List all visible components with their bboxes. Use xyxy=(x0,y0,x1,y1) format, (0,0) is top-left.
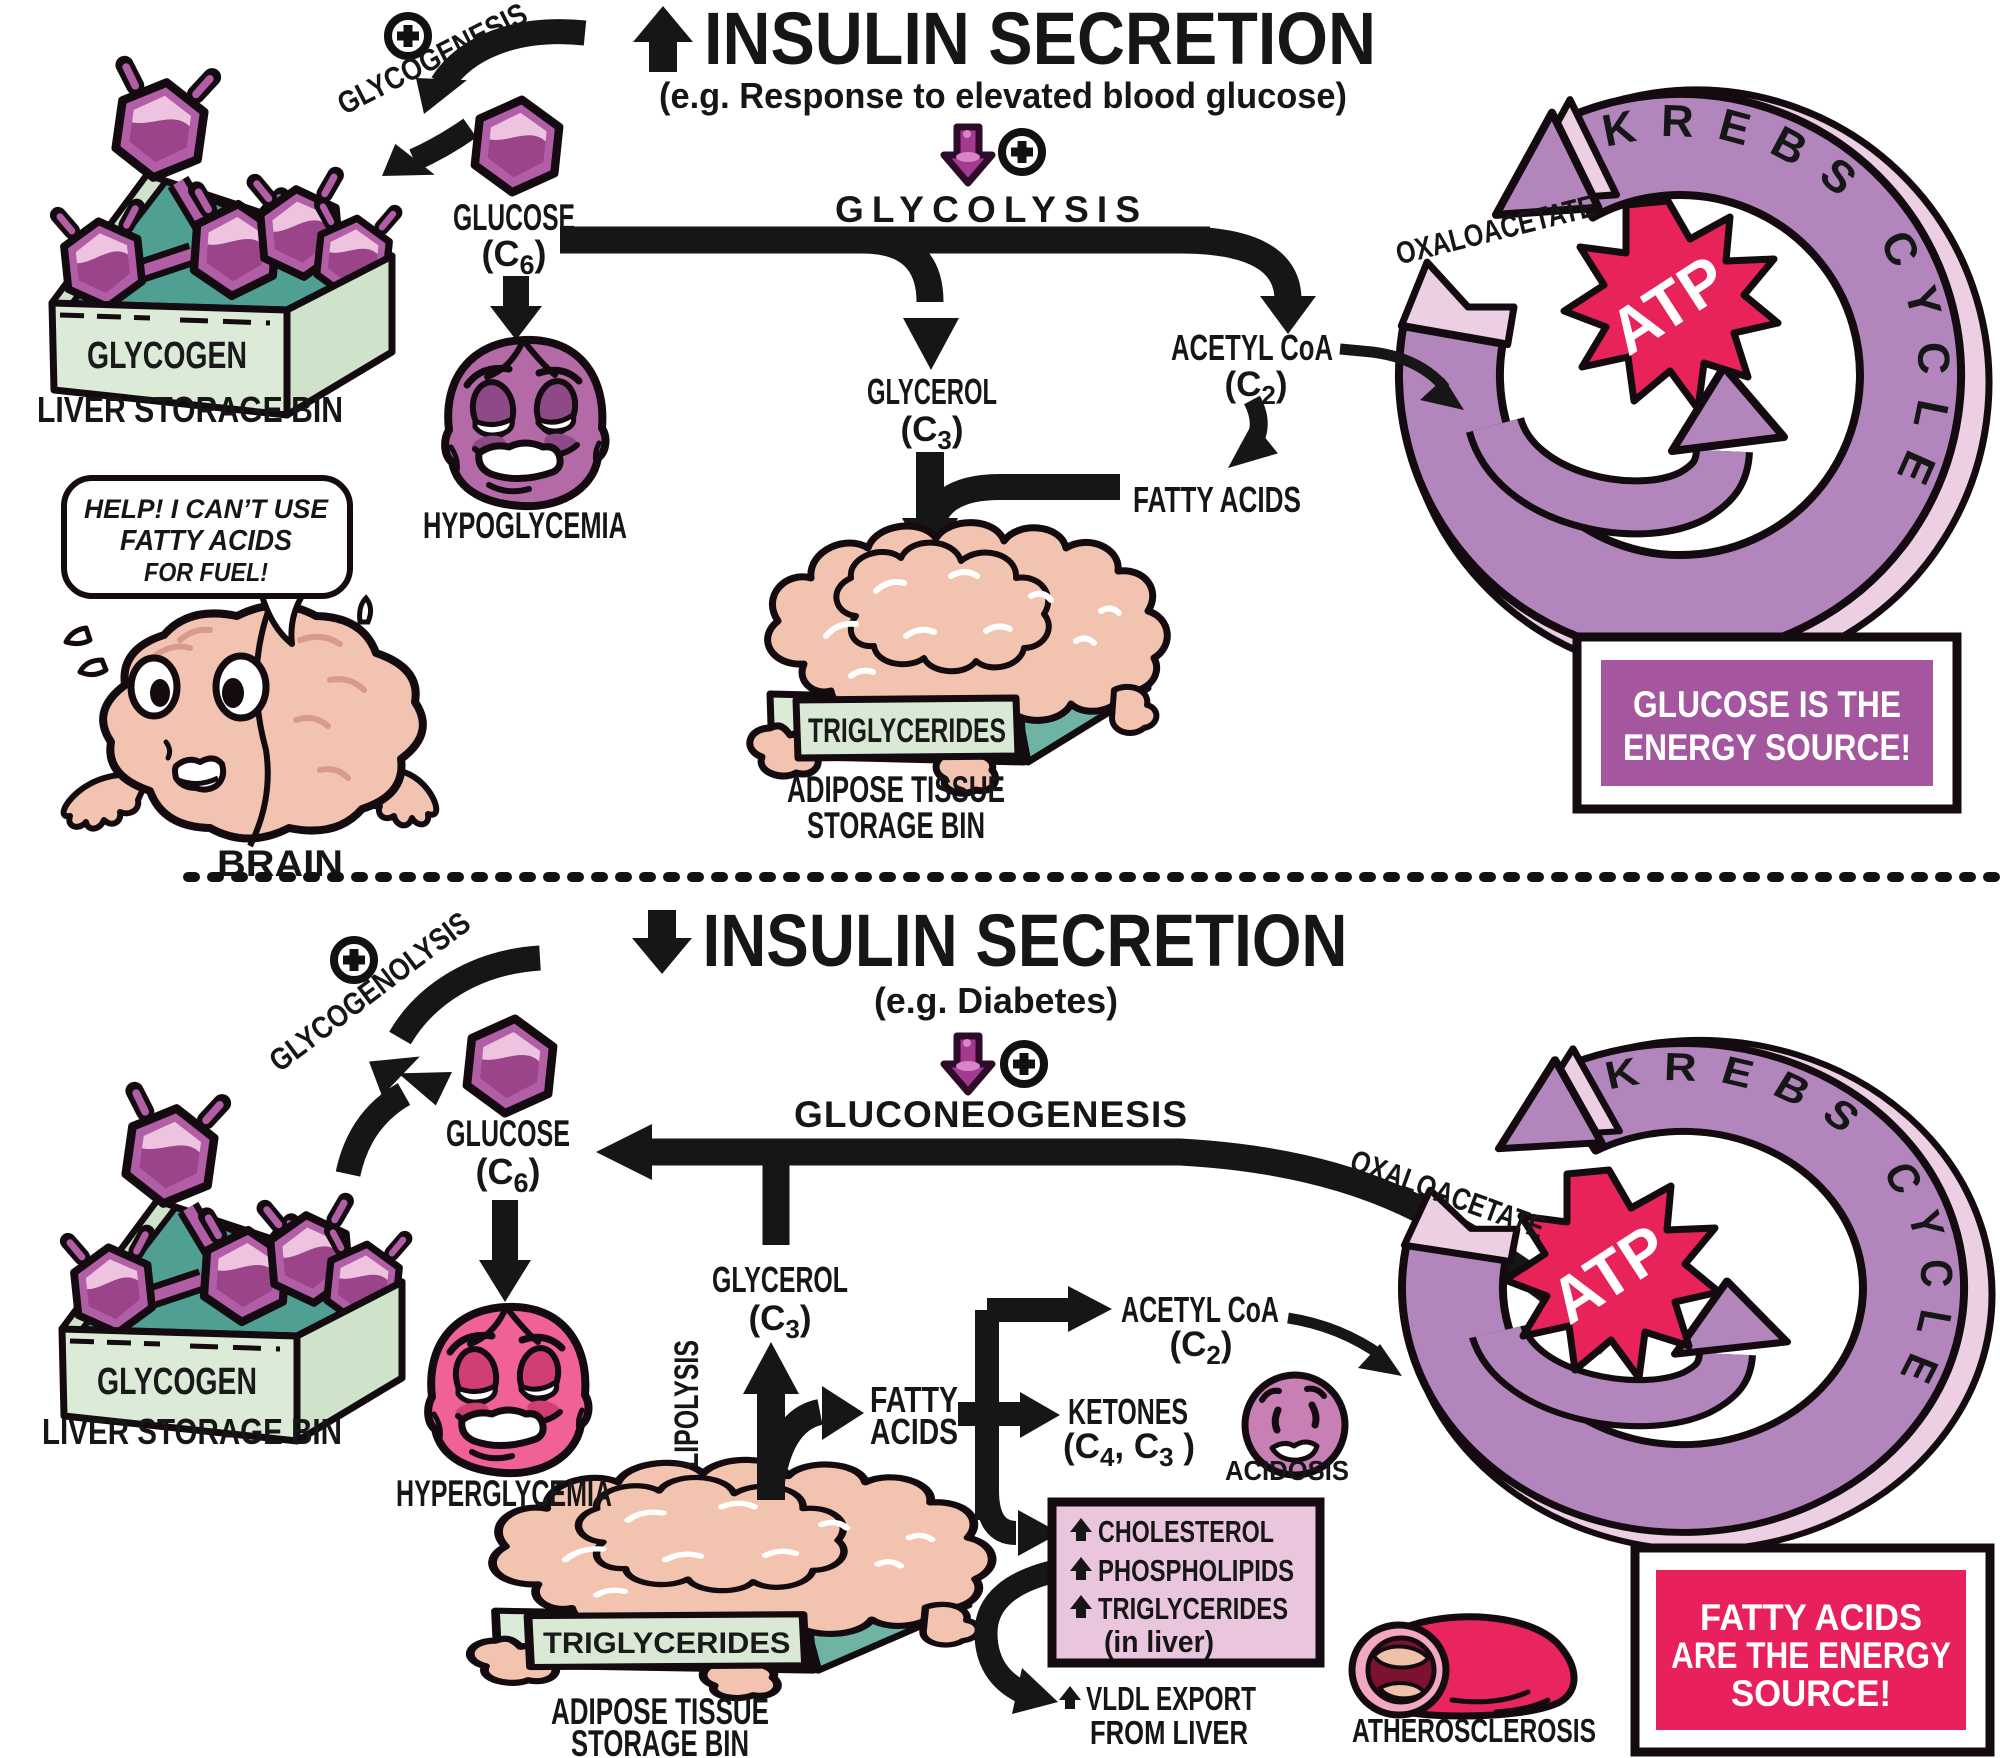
svg-text:ARE THE ENERGY: ARE THE ENERGY xyxy=(1671,1635,1951,1676)
svg-text:ACETYL CoA: ACETYL CoA xyxy=(1121,1289,1279,1330)
svg-text:ATHEROSCLEROSIS: ATHEROSCLEROSIS xyxy=(1352,1712,1596,1749)
svg-text:STORAGE BIN: STORAGE BIN xyxy=(571,1723,749,1758)
svg-text:FATTY: FATTY xyxy=(870,1379,958,1420)
svg-text:GLUCOSE: GLUCOSE xyxy=(453,197,575,238)
svg-text:ACETYL CoA: ACETYL CoA xyxy=(1171,327,1333,368)
svg-text:ADIPOSE TISSUE: ADIPOSE TISSUE xyxy=(787,769,1005,810)
svg-text:ADIPOSE TISSUE: ADIPOSE TISSUE xyxy=(551,1691,769,1732)
svg-text:VLDL EXPORT: VLDL EXPORT xyxy=(1086,1680,1256,1717)
svg-text:HYPOGLYCEMIA: HYPOGLYCEMIA xyxy=(423,505,627,546)
svg-text:GLYCOLYSIS: GLYCOLYSIS xyxy=(835,189,1149,230)
svg-text:(e.g. Response to elevated blo: (e.g. Response to elevated blood glucose… xyxy=(659,75,1347,116)
svg-text:(in liver): (in liver) xyxy=(1104,1624,1214,1659)
svg-text:CHOLESTEROL: CHOLESTEROL xyxy=(1098,1514,1274,1549)
svg-text:(e.g. Diabetes): (e.g. Diabetes) xyxy=(874,980,1118,1021)
svg-text:GLUCOSE: GLUCOSE xyxy=(446,1113,570,1154)
svg-text:LIPOLYSIS: LIPOLYSIS xyxy=(668,1340,706,1468)
svg-text:FATTY ACIDS: FATTY ACIDS xyxy=(120,525,293,557)
svg-text:GLYCEROL: GLYCEROL xyxy=(712,1259,848,1300)
svg-text:(C3): (C3) xyxy=(748,1299,811,1344)
svg-text:GLUCONEOGENESIS: GLUCONEOGENESIS xyxy=(794,1094,1196,1135)
svg-text:LIVER STORAGE BIN: LIVER STORAGE BIN xyxy=(42,1411,342,1452)
svg-text:FATTY ACIDS: FATTY ACIDS xyxy=(1700,1597,1922,1638)
svg-text:ACIDOSIS: ACIDOSIS xyxy=(1225,1455,1349,1486)
svg-text:(C2): (C2) xyxy=(1169,1325,1232,1370)
svg-text:(C3): (C3) xyxy=(900,410,963,455)
svg-text:(C6): (C6) xyxy=(475,1151,540,1198)
svg-text:HELP! I CAN’T USE: HELP! I CAN’T USE xyxy=(84,494,329,524)
svg-text:FATTY ACIDS: FATTY ACIDS xyxy=(1133,479,1301,520)
svg-text:GLYCEROL: GLYCEROL xyxy=(867,371,997,412)
svg-text:FROM LIVER: FROM LIVER xyxy=(1090,1714,1248,1751)
svg-text:INSULIN SECRETION: INSULIN SECRETION xyxy=(703,899,1348,982)
svg-text:ENERGY SOURCE!: ENERGY SOURCE! xyxy=(1623,727,1911,768)
svg-text:(C4, C3 ): (C4, C3 ) xyxy=(1063,1427,1195,1472)
svg-text:SOURCE!: SOURCE! xyxy=(1731,1673,1891,1714)
svg-text:GLUCOSE IS THE: GLUCOSE IS THE xyxy=(1633,684,1901,725)
svg-text:HYPERGLYCEMIA: HYPERGLYCEMIA xyxy=(396,1473,612,1514)
svg-text:TRIGLYCERIDES: TRIGLYCERIDES xyxy=(1098,1591,1288,1626)
svg-text:KETONES: KETONES xyxy=(1068,1391,1188,1432)
svg-text:(C6): (C6) xyxy=(481,233,546,280)
svg-text:LIVER STORAGE BIN: LIVER STORAGE BIN xyxy=(37,389,343,430)
svg-text:ACIDS: ACIDS xyxy=(870,1411,958,1452)
svg-text:STORAGE BIN: STORAGE BIN xyxy=(807,805,985,846)
svg-text:FOR FUEL!: FOR FUEL! xyxy=(144,557,268,587)
svg-text:INSULIN SECRETION: INSULIN SECRETION xyxy=(704,0,1376,80)
svg-text:PHOSPHOLIPIDS: PHOSPHOLIPIDS xyxy=(1098,1553,1294,1588)
